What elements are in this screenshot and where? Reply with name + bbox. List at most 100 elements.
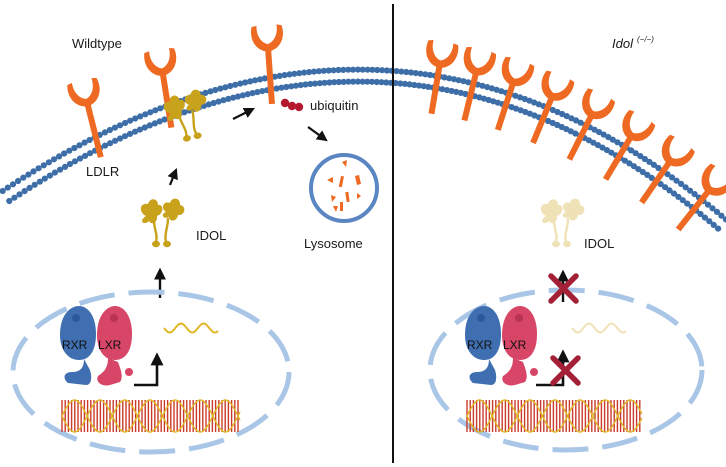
lipid-head [77, 155, 84, 162]
lipid-head [222, 84, 229, 91]
lipid-head [403, 68, 410, 76]
lipid-head [679, 197, 686, 204]
lipid-head [600, 131, 607, 138]
lipid-head [217, 85, 224, 92]
lipid-head [354, 78, 361, 85]
lipid-head [306, 69, 313, 76]
lipid-head [330, 67, 337, 74]
lipid-head [81, 139, 88, 146]
lipid-head [20, 174, 27, 181]
lipid-head [666, 187, 673, 194]
lipid-head [603, 147, 611, 154]
lipid-head [225, 95, 232, 102]
lipid-head [122, 119, 129, 127]
nucleus-envelope [10, 289, 292, 455]
lipid-head [121, 133, 129, 140]
lipid-head [354, 66, 361, 73]
lipid-head [87, 150, 94, 157]
lipid-head [407, 69, 415, 76]
ldlr-receptor [426, 40, 459, 115]
lipid-head [368, 78, 376, 85]
lipid-head [66, 147, 73, 154]
ldlr-receptor [251, 24, 283, 105]
lipid-head [709, 205, 716, 212]
lipid-head [722, 216, 726, 223]
ldlr-receptor [675, 163, 726, 232]
lysosome [309, 153, 379, 223]
lipid-head [0, 187, 6, 195]
lipid-head [230, 94, 237, 101]
block-x-icon [548, 273, 579, 304]
lipid-head [648, 174, 655, 181]
lipid-head [369, 66, 376, 73]
idol-protein-bound [163, 89, 207, 142]
lipid-head [563, 113, 570, 120]
lipid-head [126, 130, 134, 137]
lipid-head [383, 79, 390, 86]
lipid-head [71, 144, 78, 152]
lipid-head [531, 99, 538, 106]
lipid-head [25, 171, 32, 178]
lipid-head [554, 108, 561, 116]
lipid-head [26, 184, 33, 191]
lipid-head [254, 89, 261, 96]
lipid-head [131, 128, 139, 135]
lipid-head [220, 97, 227, 104]
lipid-head [283, 83, 290, 91]
lipid-head [460, 78, 467, 85]
rxr-label: RXR [467, 338, 493, 352]
lipid-head [668, 174, 676, 181]
lipid-head [422, 71, 429, 78]
lipid-head [227, 82, 234, 90]
ldlr-receptor [639, 134, 695, 205]
lipid-head [271, 73, 278, 80]
lipid-head [276, 72, 283, 79]
lipid-head [278, 84, 285, 91]
lipid-head [498, 88, 505, 95]
lipid-head [157, 105, 164, 112]
lipid-head [331, 79, 338, 86]
lipid-head [621, 157, 629, 164]
lipid-head [345, 66, 352, 73]
lipid-head [577, 119, 584, 126]
lipid-head [609, 136, 616, 143]
lipid-head [374, 66, 381, 74]
lipid-head [441, 74, 448, 81]
lipid-head [453, 88, 460, 95]
lipid-head [650, 161, 658, 168]
lipid-head [111, 124, 119, 131]
lipid-head [46, 172, 54, 179]
lipid-head [181, 109, 188, 116]
lipid-head [535, 101, 542, 108]
lipid-head [301, 69, 308, 76]
lipid-head [56, 166, 64, 173]
lipid-head [147, 109, 154, 116]
lipid-head [132, 115, 139, 122]
lipid-head [637, 153, 644, 160]
lipid-head [232, 81, 239, 88]
lipid-head [608, 149, 615, 156]
lipid-head [635, 166, 642, 173]
lipid-head [202, 89, 209, 96]
lipid-head [641, 155, 648, 163]
lipid-head [697, 210, 704, 218]
lipid-head [455, 77, 462, 84]
lipid-head [383, 67, 390, 74]
lipid-head [639, 168, 646, 176]
wildtype-panel: Wildtype LDLR [10, 24, 379, 455]
lxr-protein: LXR [97, 306, 133, 386]
lipid-head [439, 86, 446, 93]
lxr-label: LXR [98, 338, 122, 352]
lipid-head [21, 188, 28, 195]
lipid-head [596, 129, 603, 136]
lipid-head [706, 218, 713, 225]
lipid-head [30, 168, 37, 175]
lipid-head [632, 150, 639, 157]
lipid-head [152, 107, 159, 114]
lipid-head [378, 79, 385, 86]
lipid-head [251, 77, 259, 84]
lipid-head [715, 225, 722, 232]
lipid-head [493, 86, 500, 93]
lipid-head [684, 200, 691, 207]
